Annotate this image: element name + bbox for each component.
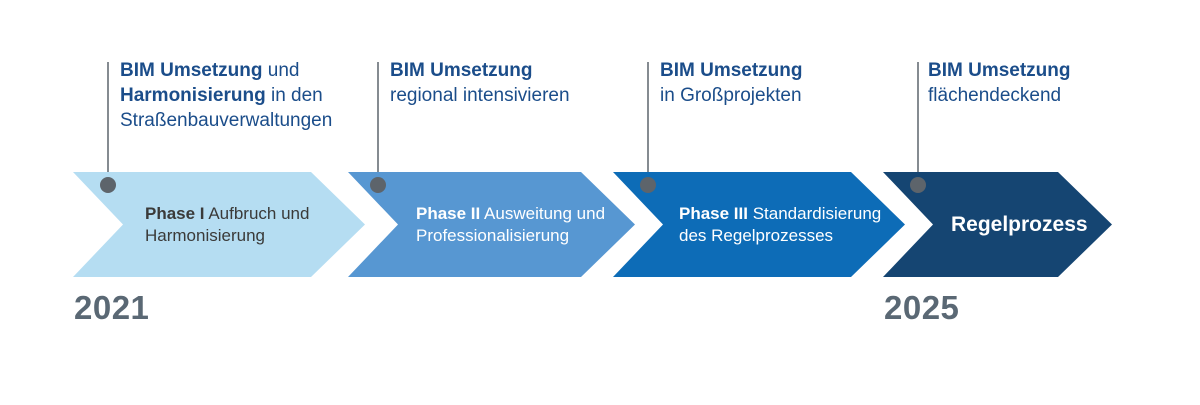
annotation-line: Straßenbauverwaltungen (120, 110, 333, 131)
annotation-line: BIM Umsetzung und (120, 60, 300, 81)
marker-line-phase-1 (107, 62, 109, 185)
annotation-line: flächendeckend (928, 85, 1062, 106)
phase-arrow-3: Phase III Standardisierung des Regelproz… (613, 172, 905, 277)
marker-line-phase-3 (647, 62, 649, 185)
marker-dot-phase-1 (100, 177, 116, 193)
annotation-line: BIM Umsetzung (390, 60, 533, 81)
phase-arrow-2: Phase II Ausweitung und Professionalisie… (348, 172, 635, 277)
annotation-line: Harmonisierung in den (120, 85, 323, 106)
phase-label-1: Phase I Aufbruch und Harmonisierung (145, 203, 310, 245)
marker-dot-phase-3 (640, 177, 656, 193)
marker-dot-phase-4 (910, 177, 926, 193)
annotation-phase-1: BIM Umsetzung und Harmonisierung in den … (120, 58, 332, 133)
phase-label-3: Phase III Standardisierung des Regelproz… (679, 203, 882, 245)
annotation-line: in Großprojekten (660, 85, 802, 106)
phase-label-2: Phase II Ausweitung und Professionalisie… (416, 203, 606, 245)
annotation-line: regional intensivieren (390, 85, 570, 106)
annotation-phase-2: BIM Umsetzung regional intensivieren (390, 58, 570, 108)
annotation-phase-4: BIM Umsetzung flächendeckend (928, 58, 1071, 108)
year-end: 2025 (884, 289, 960, 326)
marker-line-phase-2 (377, 62, 379, 185)
annotation-line: BIM Umsetzung (928, 60, 1071, 81)
phase-arrow-1: Phase I Aufbruch und Harmonisierung (73, 172, 365, 277)
annotation-line: BIM Umsetzung (660, 60, 803, 81)
annotation-phase-3: BIM Umsetzung in Großprojekten (660, 58, 803, 108)
marker-dot-phase-2 (370, 177, 386, 193)
marker-line-phase-4 (917, 62, 919, 185)
year-start: 2021 (74, 289, 150, 326)
phase-label-4: Regelprozess (951, 212, 1088, 236)
